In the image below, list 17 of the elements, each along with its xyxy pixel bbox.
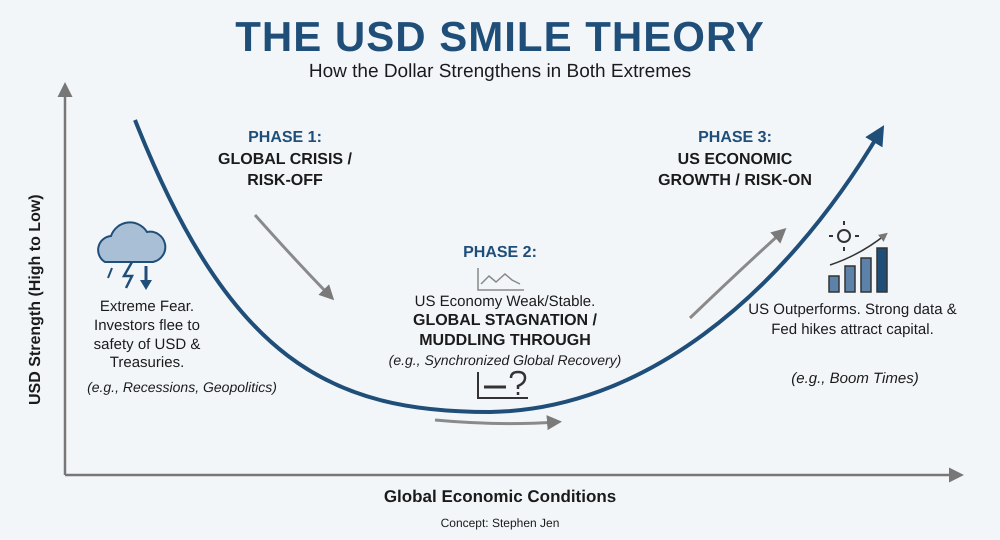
example-note: (e.g., Synchronized Global Recovery) [388,351,622,370]
axis-title: Global Economic Conditions [382,486,618,508]
phase-title: GLOBAL STAGNATION / MUDDLING THROUGH [412,311,598,351]
phase-heading: PHASE 1: [247,128,323,148]
description: Extreme Fear. Investors flee to safety of USD & Treasuries. [92,298,202,373]
phase-heading: PHASE 3: [697,128,773,148]
caption: Concept: Stephen Jen [440,516,560,532]
example-note: (e.g., Boom Times) [790,369,920,388]
description: US Economy Weak/Stable. [414,292,596,312]
phase-heading: PHASE 2: [462,243,538,263]
subtitle: How the Dollar Strengthens in Both Extremes [308,60,692,84]
axis-title: USD Strength (High to Low) [26,194,45,408]
phase-title: GLOBAL CRISIS / RISK-OFF [217,150,353,191]
example-note: (e.g., Recessions, Geopolitics) [86,378,278,396]
phase-title: US ECONOMIC GROWTH / RISK-ON [657,150,813,191]
title: THE USD SMILE THEORY [234,12,766,62]
description: US Outperforms. Strong data & Fed hikes attract capital. [747,300,958,339]
